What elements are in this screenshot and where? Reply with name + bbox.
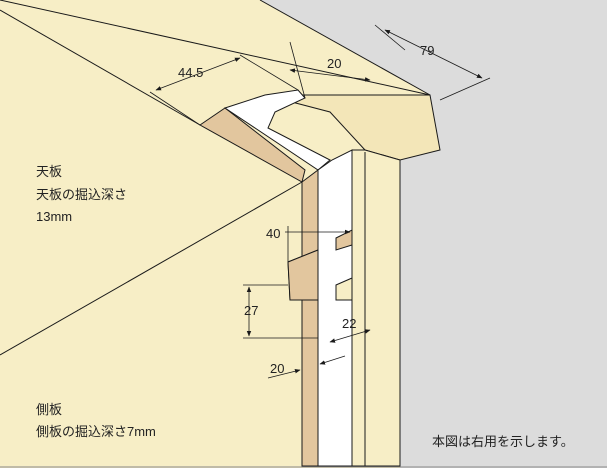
background-wall [260,0,607,468]
dim-44-5-ext1 [149,91,201,126]
side-panel-thickness [351,149,401,467]
dim-20-bottom-line2 [319,355,346,365]
left-top-edge [0,9,201,126]
side-panel-groove-depth-label: 側板の掘込深さ7mm [36,424,156,439]
dim-20-bottom-label: 20 [270,361,285,376]
dim-79-ext2 [439,77,491,101]
top-panel-groove-depth-label: 天板の掘込深さ [36,187,128,202]
dim-20-top-label: 20 [327,56,342,71]
top-right-edge [259,0,431,96]
cabinet-diagonal-edge [0,181,303,356]
top-panel-cut-edge [199,107,306,183]
dim-40-label: 40 [266,226,281,241]
top-panel-groove-depth-value: 13mm [36,209,73,224]
insert-block [287,249,319,301]
dim-44-5-label: 44.5 [178,65,204,80]
dim-20-bottom-line [267,369,301,379]
dim-44-5-ext2 [239,54,299,91]
side-panel-name: 側板 [36,402,63,417]
dim-79-label: 79 [420,43,435,58]
dim-79-line [384,29,483,79]
dim-20-top-line [289,68,371,82]
top-panel-name: 天板 [36,164,63,179]
dim-27-label: 27 [244,303,259,318]
dim-22-label: 22 [342,316,357,331]
side-panel-cut-edge [301,169,319,467]
dim-44-5-line [155,57,241,91]
dim-22-line [329,329,371,343]
orientation-note: 本図は右用を示します。 [432,434,574,449]
